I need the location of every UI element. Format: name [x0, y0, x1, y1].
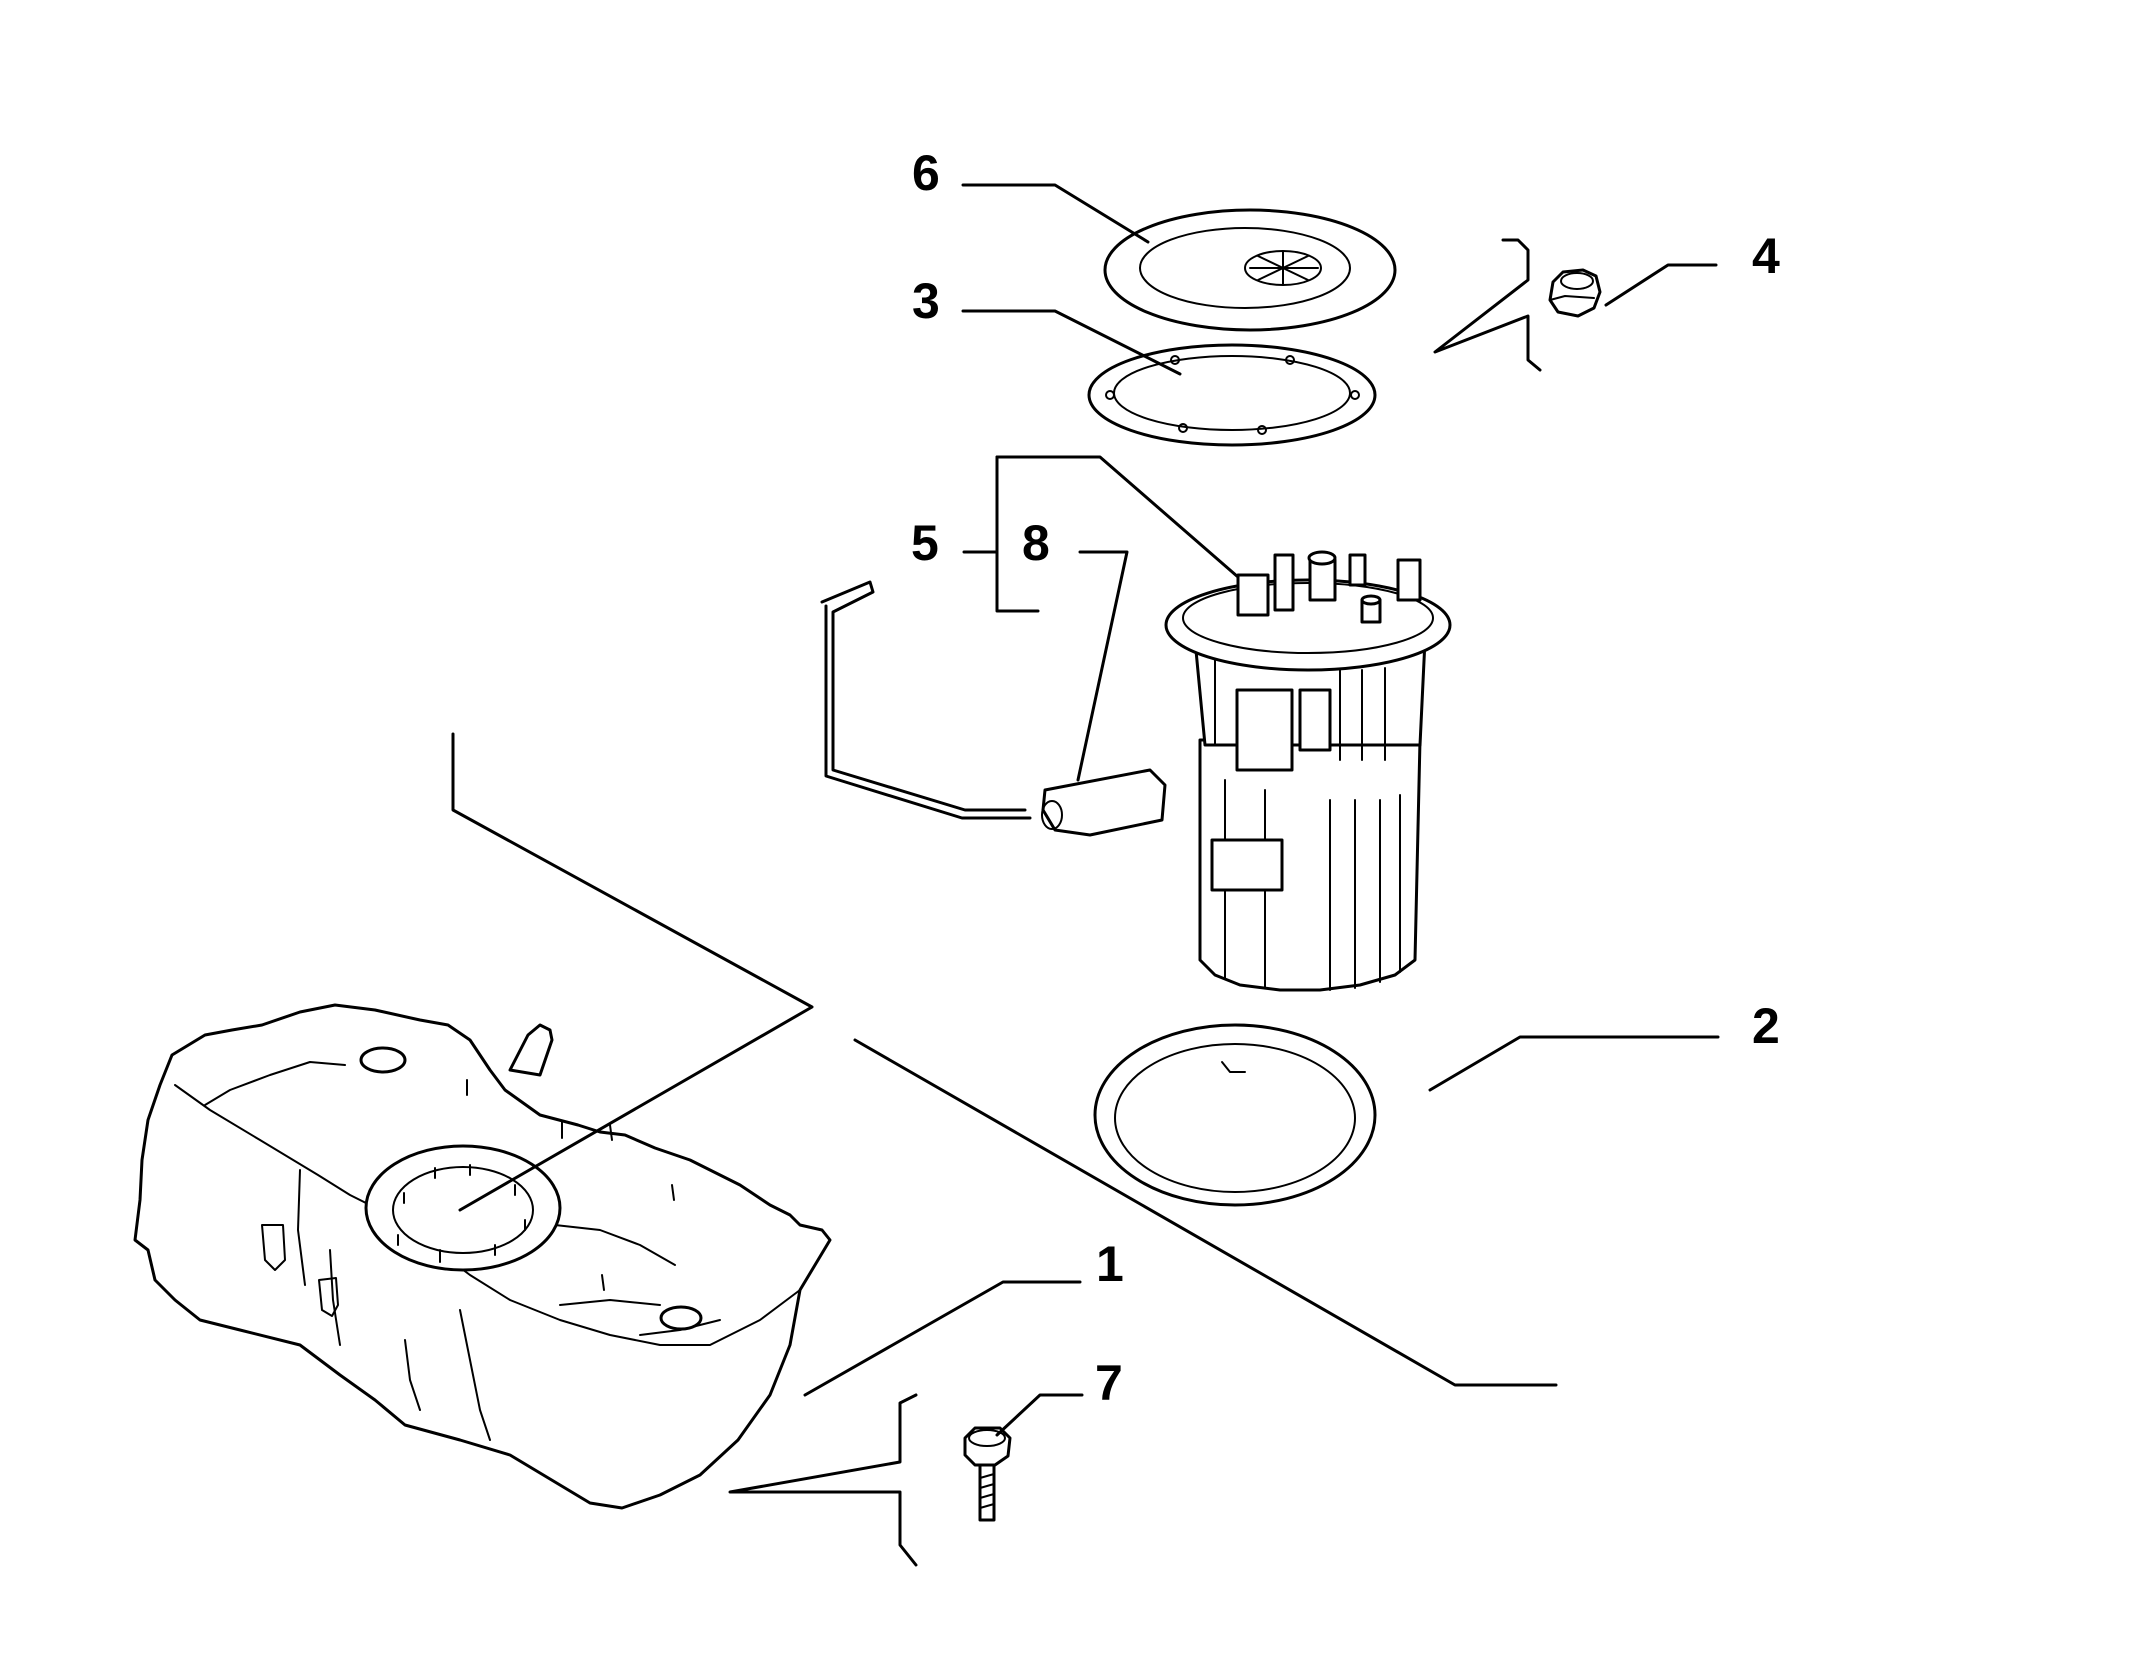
callout-1: 1: [1096, 1236, 1124, 1292]
part-2-ring-seal: [1093, 1023, 1377, 1207]
callout-3: 3: [912, 273, 940, 329]
part-6-cover-plate: [1103, 208, 1397, 332]
callout-7: 7: [1095, 1355, 1123, 1411]
callout-4: 4: [1752, 228, 1780, 284]
part-3-flange-gasket: [1087, 343, 1377, 447]
part-7-bolt: [963, 1426, 1012, 1522]
part-8-fuel-level-sender: [820, 580, 1167, 837]
callout-2: 2: [1752, 998, 1780, 1054]
part-5-fuel-pump-module: [1164, 550, 1452, 992]
callout-5: 5: [911, 515, 939, 571]
callout-8: 8: [1022, 515, 1050, 571]
part-4-nut: [1548, 268, 1602, 318]
leader-lines: [451, 183, 1720, 1567]
callout-6: 6: [912, 145, 940, 201]
